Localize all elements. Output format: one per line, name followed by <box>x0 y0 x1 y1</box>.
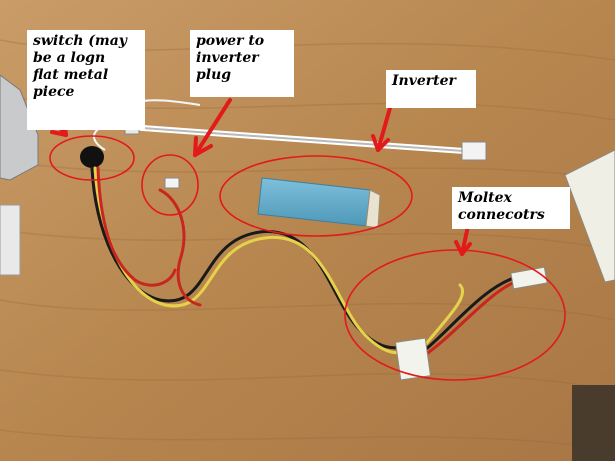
annotation-circles <box>49 135 566 381</box>
dark-object-bottom-right <box>572 385 615 461</box>
power-annotation-label: power to inverter plug <box>190 30 294 97</box>
inverter-arrow-icon <box>371 106 392 152</box>
plug-highlight-circle <box>141 154 199 216</box>
molex-arrow-icon <box>454 224 472 256</box>
molex-highlight-circle <box>344 249 566 381</box>
device-corner-right <box>564 149 615 283</box>
power-arrow-icon <box>193 98 232 157</box>
ccfl-lamp-tube <box>97 117 487 161</box>
switch-icon <box>80 146 104 168</box>
annotation-arrows <box>42 98 472 256</box>
inverter-annotation-label: Inverter <box>386 70 476 108</box>
moltex-annotation-label: Moltex connecotrs <box>452 187 570 229</box>
device-corner-left <box>0 204 21 276</box>
molex-connector-large <box>394 337 432 381</box>
inverter-highlight-circle <box>219 155 413 237</box>
device-corner-top-left <box>0 74 39 181</box>
inverter-box <box>257 177 381 229</box>
inverter-plug-connector <box>164 177 180 189</box>
switch-highlight-circle <box>49 135 135 181</box>
switch-annotation-label: switch (may be a logn flat metal piece <box>27 30 145 130</box>
wire-harness <box>90 166 522 357</box>
